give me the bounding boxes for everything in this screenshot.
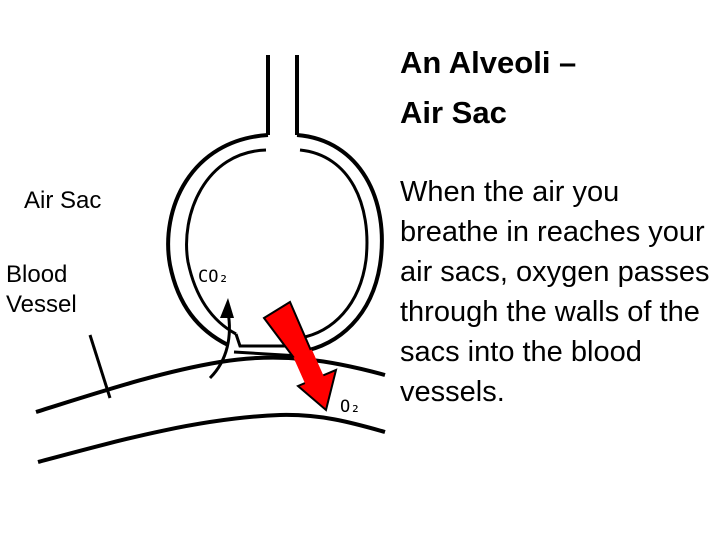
air-sac-inner-wall-right <box>299 148 369 340</box>
co2-arrow <box>208 311 231 380</box>
sac-vessel-junction <box>233 333 301 358</box>
airway-tube <box>266 55 299 135</box>
page-title: An Alveoli –Air Sac <box>400 38 720 138</box>
blood-vessel-lower-wall <box>37 412 386 464</box>
oxygen-arrow <box>262 300 338 412</box>
air-sac-label: Air Sac <box>24 187 102 214</box>
co2-arrow-head <box>220 298 234 318</box>
co2-label: CO₂ <box>198 267 229 287</box>
description-text: When the air you breathe in reaches your… <box>400 176 710 408</box>
blood-vessel-leader-line <box>88 334 112 399</box>
blood-vessel-upper-wall <box>35 355 386 414</box>
page-title-text: An Alveoli –Air Sac <box>400 45 577 130</box>
air-sac-inner-wall <box>185 148 267 336</box>
o2-label: O₂ <box>340 397 360 417</box>
alveolus-diagram: CO₂ O₂ <box>35 55 386 464</box>
air-sac-outer-wall <box>166 133 269 347</box>
air-sac-outer-wall-right <box>296 133 384 354</box>
